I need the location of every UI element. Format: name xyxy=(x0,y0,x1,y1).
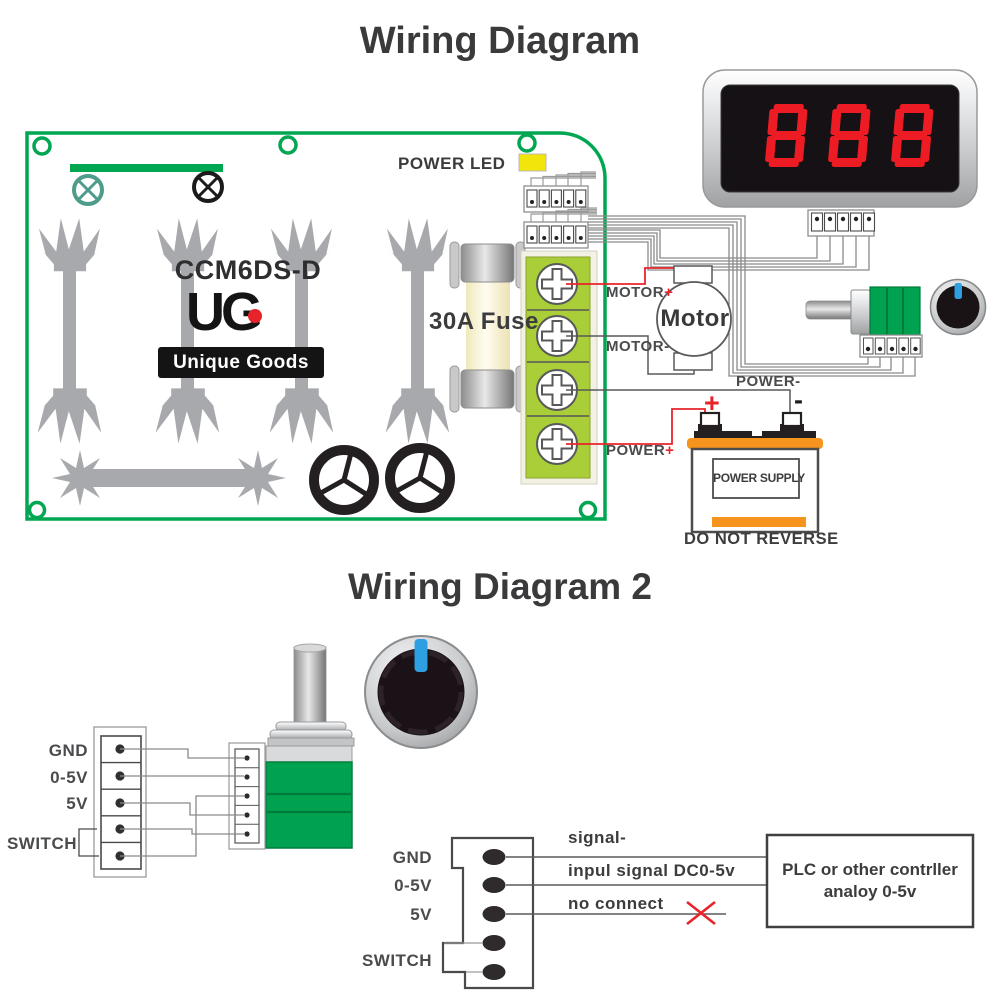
brand-banner: Unique Goods xyxy=(158,347,324,378)
power-led-chip xyxy=(518,153,547,172)
power-minus-wire xyxy=(566,389,791,419)
brand-logo: UG xyxy=(186,283,306,345)
battery xyxy=(687,411,823,534)
fuse-label: 30A Fuse xyxy=(429,308,539,335)
varistor-icon xyxy=(72,174,104,206)
no-connect-x-icon xyxy=(686,900,716,926)
d2-plc-wires xyxy=(506,856,767,915)
do-not-reverse-label: DO NOT REVERSE xyxy=(684,530,839,548)
battery-minus-sign: - xyxy=(794,385,804,415)
capacitor-icon xyxy=(309,445,379,515)
power-supply-label: POWER SUPPLY xyxy=(713,471,805,485)
power-supply-box xyxy=(712,458,800,499)
potentiometer-1 xyxy=(805,286,923,358)
plc-controller-label: PLC or other contrller analoy 0-5v xyxy=(769,836,971,926)
diagram1-title: Wiring Diagram xyxy=(359,20,641,62)
brand-logo-text: UG xyxy=(186,282,263,342)
knob-2 xyxy=(364,635,478,749)
motor-label: Motor xyxy=(660,305,730,332)
capacitor-icon xyxy=(385,443,455,513)
pcb-board xyxy=(25,131,607,521)
diagram2-title: Wiring Diagram 2 xyxy=(348,566,652,607)
display-digits xyxy=(765,104,934,167)
battery-plus-sign: + xyxy=(704,388,721,418)
plc-line-2: analoy 0-5v xyxy=(823,882,917,901)
pcb-trace-bar xyxy=(70,164,223,172)
plc-line-1: PLC or other contrller xyxy=(782,859,958,879)
d2-bottom-connector xyxy=(441,836,535,990)
power-plus-label: POWER+ xyxy=(606,442,675,459)
varistor-icon xyxy=(192,171,224,203)
potentiometer-2 xyxy=(228,643,355,850)
heatsink-bar xyxy=(52,450,286,506)
terminal-screws xyxy=(536,263,578,465)
d2-bottom-label-0-5v: 0-5V xyxy=(394,876,432,895)
board-model-label: CCM6DS-D xyxy=(174,255,322,285)
digital-display xyxy=(702,69,978,237)
knob-indicator xyxy=(954,283,962,299)
d2-bottom-label-switch: SWITCH xyxy=(361,951,432,970)
signal-wire-bundle xyxy=(588,215,916,377)
d2-pot-wires xyxy=(120,748,244,857)
d2-left-label-5v: 5V xyxy=(66,794,88,813)
power-minus-label: POWER- xyxy=(736,373,801,390)
switch-bracket xyxy=(78,828,99,857)
signal-minus-label: signal- xyxy=(568,828,627,847)
display-connector xyxy=(807,209,876,237)
pot1-connector xyxy=(859,334,923,358)
knob-1 xyxy=(929,278,987,336)
d2-left-label-switch: SWITCH xyxy=(6,834,77,853)
no-connect-label: no connect xyxy=(568,894,664,913)
knob-indicator xyxy=(414,639,428,672)
motor-plus-label: MOTOR+ xyxy=(606,284,674,301)
motor-minus-label: MOTOR- xyxy=(606,338,670,355)
terminal-block xyxy=(520,250,598,485)
d2-bottom-label-5v: 5V xyxy=(410,905,432,924)
power-led-label: POWER LED xyxy=(398,154,506,173)
pcb-connector-traces xyxy=(530,171,597,222)
input-signal-label: inpul signal DC0-5v xyxy=(568,861,736,880)
d2-left-label-0-5v: 0-5V xyxy=(50,768,88,787)
d2-left-label-gnd: GND xyxy=(48,741,88,760)
pcb-connector-pins xyxy=(526,189,587,244)
motor xyxy=(656,265,732,371)
plc-controller-box xyxy=(765,833,975,929)
motor-minus-wire xyxy=(566,335,695,375)
mounting-holes xyxy=(27,133,598,520)
brand-logo-dot-icon xyxy=(248,309,262,323)
d2-bottom-label-gnd: GND xyxy=(392,848,432,867)
